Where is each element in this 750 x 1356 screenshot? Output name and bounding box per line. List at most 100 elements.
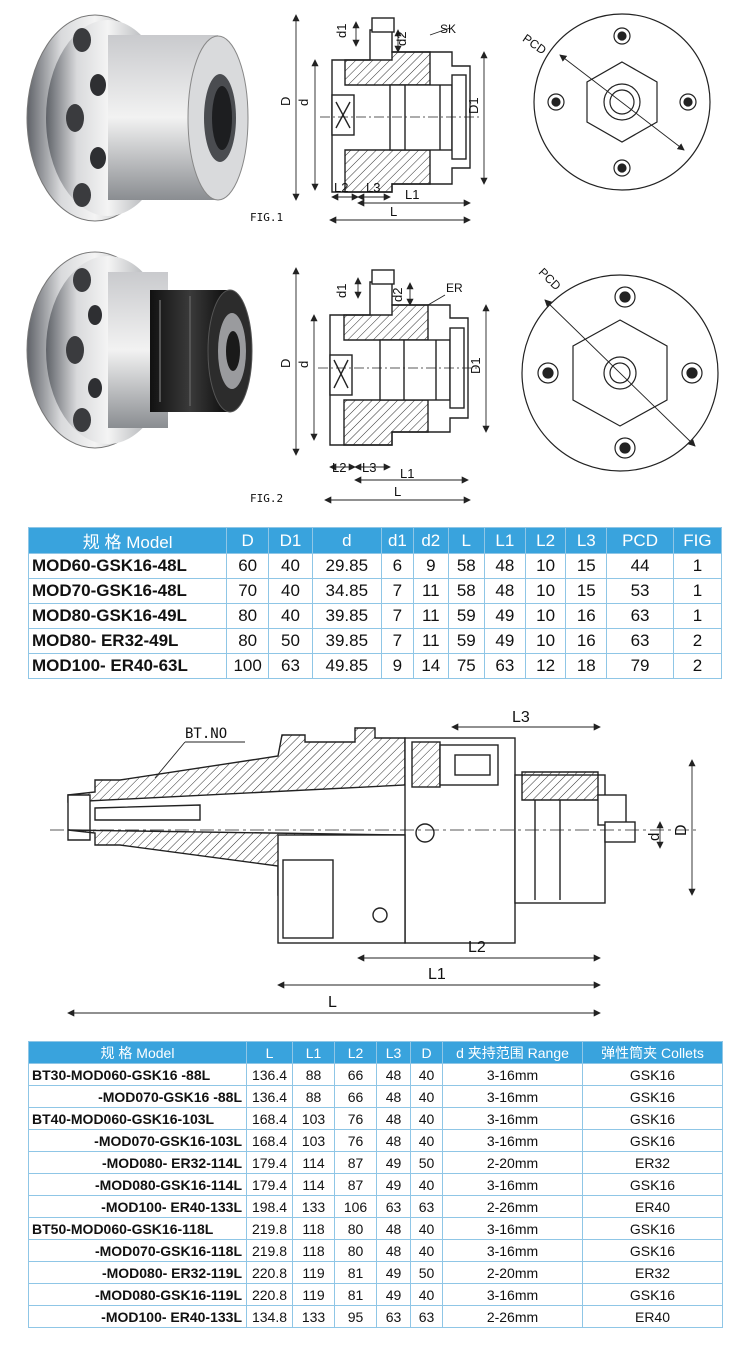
value-cell: 63 [376, 1195, 411, 1218]
column-header: d2 [413, 527, 449, 554]
value-cell: 119 [292, 1283, 335, 1306]
value-cell: 50 [410, 1261, 443, 1284]
value-cell: ER40 [582, 1195, 723, 1218]
value-cell: GSK16 [582, 1283, 723, 1306]
fig2-label-L: L [394, 484, 401, 499]
holder-label-L1: L1 [428, 966, 446, 983]
column-header: D [226, 527, 270, 554]
column-header: L [246, 1041, 293, 1064]
value-cell: 48 [376, 1217, 411, 1240]
model-cell: MOD60-GSK16-48L [27, 553, 228, 579]
value-cell: 49 [484, 628, 526, 654]
value-cell: 1 [672, 578, 723, 604]
model-cell: MOD70-GSK16-48L [27, 578, 228, 604]
holder-label-D: D [673, 824, 690, 836]
value-cell: 76 [334, 1129, 377, 1152]
fig2-label-D1: D1 [468, 357, 483, 374]
column-header: 规 格 Model [28, 1041, 247, 1064]
fig2-front-view [521, 274, 719, 472]
value-cell: 39.85 [311, 603, 382, 629]
value-cell: 10 [524, 553, 567, 579]
value-cell: 40 [410, 1283, 443, 1306]
model-cell: MOD80-GSK16-49L [27, 603, 228, 629]
value-cell: 58 [447, 553, 486, 579]
value-cell: 40 [268, 578, 313, 604]
value-cell: 10 [524, 578, 567, 604]
value-cell: ER40 [582, 1305, 723, 1328]
value-cell: 179.4 [246, 1173, 293, 1196]
holder-section-drawing [50, 727, 700, 944]
value-cell: 80 [334, 1239, 377, 1262]
value-cell: 6 [380, 553, 415, 579]
model-cell: -MOD100- ER40-133L [28, 1195, 247, 1218]
value-cell: 16 [565, 603, 608, 629]
value-cell: 3-16mm [442, 1283, 583, 1306]
value-cell: 168.4 [246, 1129, 293, 1152]
column-header: L1 [484, 527, 526, 554]
value-cell: 53 [606, 578, 674, 604]
value-cell: 7 [380, 628, 415, 654]
value-cell: 48 [376, 1107, 411, 1130]
fig1-front-view [533, 13, 711, 191]
value-cell: 12 [524, 653, 567, 679]
value-cell: 14 [413, 653, 449, 679]
value-cell: 87 [334, 1173, 377, 1196]
value-cell: 40 [410, 1129, 443, 1152]
holder-label-d: d [646, 833, 663, 841]
value-cell: 59 [447, 628, 486, 654]
value-cell: GSK16 [582, 1217, 723, 1240]
value-cell: 48 [484, 578, 526, 604]
value-cell: 48 [376, 1239, 411, 1262]
column-header: L2 [524, 527, 567, 554]
value-cell: 3-16mm [442, 1217, 583, 1240]
fig1-dimensions [292, 14, 488, 224]
column-header: L2 [334, 1041, 377, 1064]
column-header: L3 [376, 1041, 411, 1064]
column-header: d 夹持范围 Range [442, 1041, 583, 1064]
value-cell: 3-16mm [442, 1085, 583, 1108]
holder-label-L3: L3 [512, 709, 530, 726]
value-cell: GSK16 [582, 1107, 723, 1130]
value-cell: 48 [376, 1129, 411, 1152]
value-cell: 133 [292, 1305, 335, 1328]
model-cell: BT40-MOD060-GSK16-103L [28, 1107, 247, 1130]
value-cell: ER32 [582, 1261, 723, 1284]
column-header: L [447, 527, 486, 554]
value-cell: 15 [565, 553, 608, 579]
model-cell: -MOD080- ER32-114L [28, 1151, 247, 1174]
value-cell: 40 [410, 1063, 443, 1086]
value-cell: 15 [565, 578, 608, 604]
value-cell: 44 [606, 553, 674, 579]
value-cell: 18 [565, 653, 608, 679]
value-cell: 49 [376, 1283, 411, 1306]
model-cell: -MOD080-GSK16-114L [28, 1173, 247, 1196]
model-cell: MOD80- ER32-49L [27, 628, 228, 654]
value-cell: 106 [334, 1195, 377, 1218]
value-cell: 168.4 [246, 1107, 293, 1130]
value-cell: 80 [334, 1217, 377, 1240]
value-cell: 1 [672, 553, 723, 579]
holder-label-L2: L2 [468, 939, 486, 956]
value-cell: 59 [447, 603, 486, 629]
fig1-label-D1: D1 [466, 97, 481, 114]
value-cell: 219.8 [246, 1217, 293, 1240]
value-cell: 103 [292, 1107, 335, 1130]
value-cell: 95 [334, 1305, 377, 1328]
value-cell: 79 [606, 653, 674, 679]
value-cell: 11 [413, 578, 449, 604]
value-cell: 220.8 [246, 1283, 293, 1306]
